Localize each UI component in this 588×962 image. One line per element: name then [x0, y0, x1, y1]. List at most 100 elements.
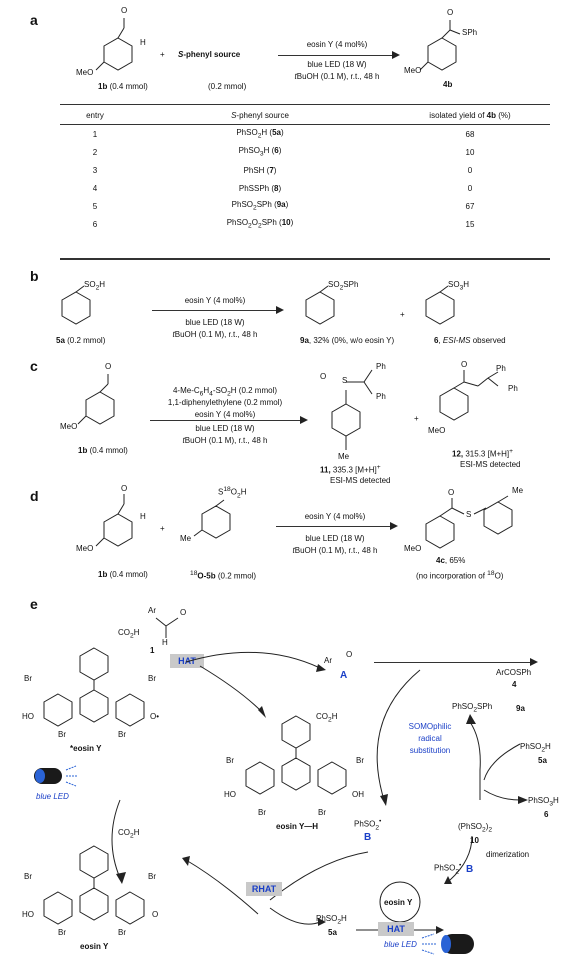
c-reaction-arrow — [150, 420, 302, 421]
e-ald-Ar: Ar — [148, 606, 156, 615]
e-phso2h: PhSO2H — [316, 914, 347, 926]
b-cond-mid: blue LED (18 W) — [185, 318, 245, 327]
panel-label-e: e — [30, 596, 38, 612]
e-eyh-label: eosin Y—H — [276, 822, 319, 831]
d-sm-label: 1b (0.4 mmol) — [98, 570, 148, 579]
d-sm-O: O — [121, 484, 128, 493]
b-p2-label: 6, ESI-MS observed — [434, 336, 506, 345]
a-reaction-arrow — [278, 55, 396, 56]
e-eyh-Br4: Br — [318, 808, 326, 817]
e-B-label: B — [364, 832, 372, 843]
e-ey-Br1: Br — [24, 872, 32, 881]
e-acyl-Ar: Ar — [324, 656, 332, 665]
e-product: ArCOSPh — [496, 668, 532, 677]
e-ald-O: O — [180, 608, 187, 617]
d-arrowhead — [390, 522, 398, 530]
e-eosin-star-structure — [43, 647, 145, 727]
b-sm-group: SO2H — [84, 280, 106, 292]
e-hat-box: HAT — [170, 654, 204, 668]
e-ey-CO2H: CO2H — [118, 828, 140, 840]
e-ey-star-HO: HO — [22, 712, 34, 721]
c-cond-5: tBuOH (0.1 M), r.t., 48 h — [182, 436, 268, 445]
e-blue-led-lamp2-icon — [421, 933, 474, 955]
e-blue-led2-label: blue LED — [384, 940, 417, 949]
c-p2-Ph1: Ph — [496, 364, 506, 373]
e-ey-Br2: Br — [148, 872, 156, 881]
d-labeled-sulfinic-structure — [193, 499, 231, 539]
d-cond-top: eosin Y (4 mol%) — [304, 512, 366, 521]
e-ey-star-CO2H: CO2H — [118, 628, 140, 640]
a-table-bottom-rule — [60, 258, 550, 260]
e-ey-O: O — [152, 910, 159, 919]
a-cond-bot: tBuOH (0.1 M), r.t., 48 h — [294, 72, 380, 81]
d-sm-MeO: MeO — [76, 544, 94, 553]
a-cond-top: eosin Y (4 mol%) — [306, 40, 368, 49]
panel-label-b: b — [30, 268, 39, 284]
c-sm-O: O — [105, 362, 112, 371]
e-eyh-Br2: Br — [356, 756, 364, 765]
c-p1-label: 11, 335.3 [M+H]+ — [320, 464, 381, 475]
e-somo-1: SOMOphilic — [408, 722, 452, 731]
e-somo-2: radical — [418, 734, 442, 743]
e-acyl-A: A — [340, 670, 348, 681]
b-cond-bot: tBuOH (0.1 M), r.t., 48 h — [172, 330, 258, 339]
e-hat2-box: HAT — [378, 922, 414, 936]
e-sulfinic: PhSO2H — [520, 742, 551, 754]
aldehyde-1b-structure — [95, 18, 133, 71]
e-ey-star-O: O• — [150, 712, 160, 721]
table-header-row: entry S-phenyl source isolated yield of … — [60, 106, 550, 125]
e-sulfonic-num: 6 — [544, 810, 549, 819]
e-sulfonic: PhSO3H — [528, 796, 559, 808]
a-table-top-rule — [60, 104, 550, 105]
b-plus: + — [400, 310, 405, 319]
e-dimer-num: 10 — [470, 836, 479, 845]
e-ey-label: eosin Y — [80, 942, 109, 951]
e-dimerization: dimerization — [486, 850, 530, 859]
e-somo-3: substitution — [409, 746, 451, 755]
c-aldehyde-structure — [77, 374, 115, 425]
e-sulfinic-num: 5a — [538, 756, 547, 765]
b-p2-group: SO3H — [448, 280, 470, 292]
a-reagent-amount: (0.2 mmol) — [208, 82, 247, 91]
col-header-source: S-phenyl source — [231, 110, 289, 120]
e-eyh-Br1: Br — [226, 756, 234, 765]
d-reagent-Me: Me — [180, 534, 192, 543]
d-plus: + — [160, 524, 165, 533]
d-cond-mid: blue LED (18 W) — [305, 534, 365, 543]
e-aldehyde-1-structure — [155, 617, 179, 638]
c-cond-4: blue LED (18 W) — [195, 424, 255, 433]
col-header-yield: isolated yield of 4b (%) — [429, 110, 511, 120]
e-rhat-box: RHAT — [246, 882, 282, 896]
b-p1-group: SO2SPh — [328, 280, 359, 292]
d-product-S: S — [466, 510, 472, 519]
e-ald-num: 1 — [150, 646, 155, 655]
e-acyl-O: O — [346, 650, 353, 659]
yield-table: entry S-phenyl source isolated yield of … — [60, 106, 550, 233]
e-eyh-Br3: Br — [258, 808, 266, 817]
c-arrowhead — [300, 416, 308, 424]
c-p2-MeO: MeO — [428, 426, 446, 435]
d-product-label: 4c, 65% — [436, 556, 466, 565]
e-ey-Br3: Br — [58, 928, 66, 937]
e-eosin-yh-structure — [245, 715, 347, 795]
d-cond-bot: tBuOH (0.1 M), r.t., 48 h — [292, 546, 378, 555]
c-p2-Ph2: Ph — [508, 384, 518, 393]
a-reagent-label: S-phenyl source — [178, 50, 241, 59]
e-ey-HO: HO — [22, 910, 34, 919]
c-p2-O: O — [461, 360, 468, 369]
a-substrate-MeO: MeO — [76, 68, 94, 77]
e-product-num: 4 — [512, 680, 517, 689]
a-substrate-O: O — [121, 6, 128, 15]
a-product-O: O — [447, 8, 454, 17]
b-sm-label: 5a (0.2 mmol) — [56, 336, 106, 345]
thioester-4b-structure — [419, 20, 461, 71]
a-substrate-H: H — [140, 38, 146, 47]
e-phso2h-num: 5a — [328, 928, 337, 937]
e-blue-led-label: blue LED — [36, 792, 69, 801]
a-cond-mid: blue LED (18 W) — [307, 60, 367, 69]
b-cond-top: eosin Y (4 mol%) — [184, 296, 246, 305]
